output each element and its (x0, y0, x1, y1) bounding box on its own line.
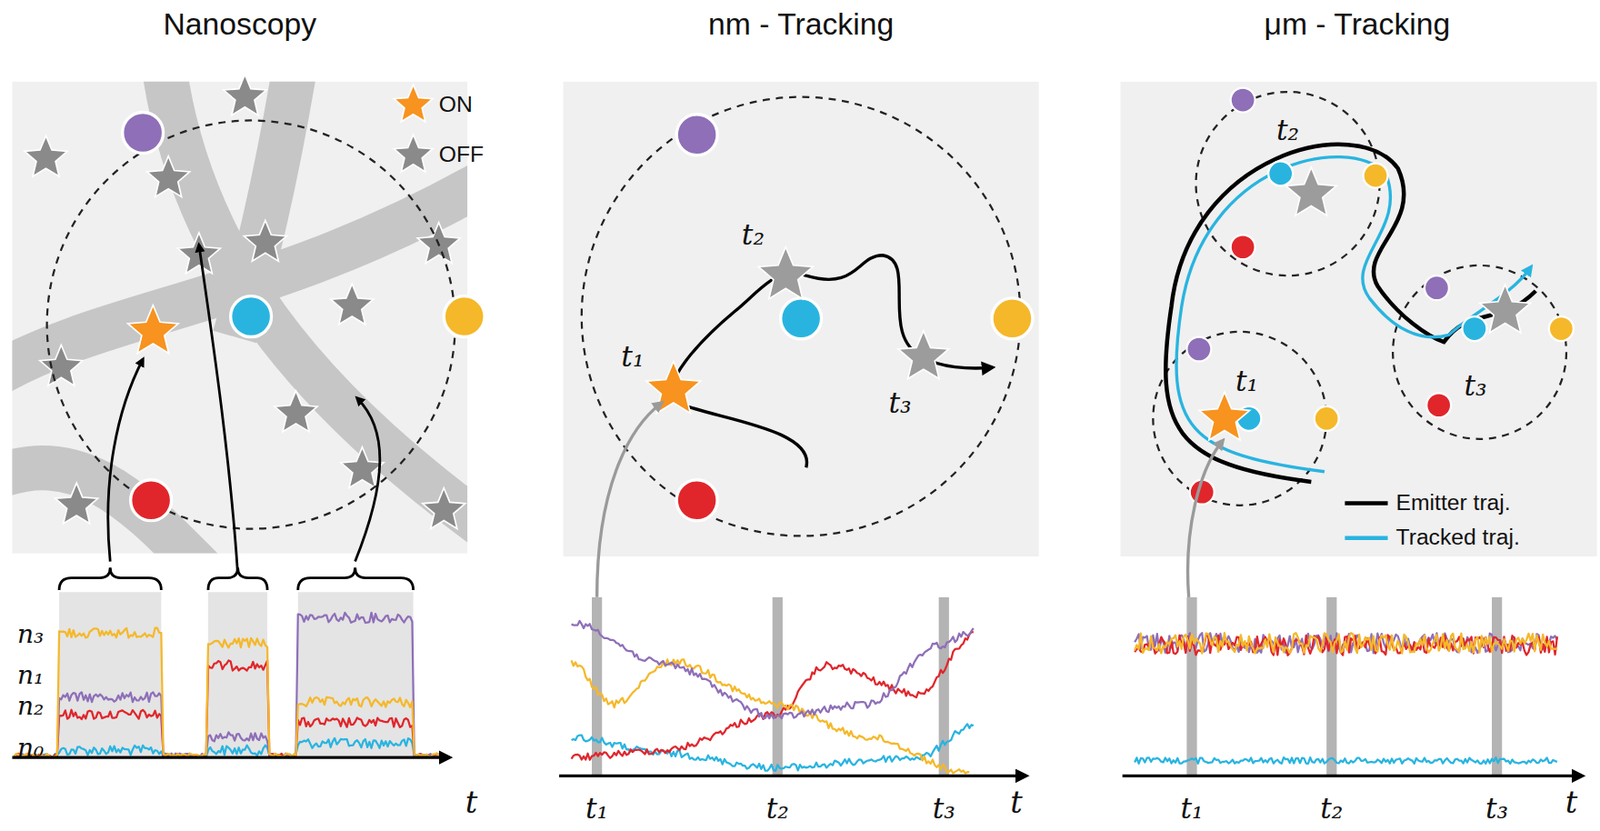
fluorophore-star (393, 134, 433, 172)
axis-label: t₃ (1485, 794, 1509, 823)
panel-title: nm - Tracking (708, 9, 894, 40)
bracket-arrows (108, 244, 380, 574)
fluorophore-star (274, 390, 318, 432)
panel-title: Nanoscopy (163, 9, 318, 40)
fluorophore-star (1480, 284, 1530, 333)
scan-circles (1152, 91, 1567, 506)
fluorophore-stars (24, 74, 466, 529)
fluorophore-star (223, 74, 267, 116)
signal-trace (571, 723, 974, 771)
legend-text: Emitter traj. (1396, 491, 1511, 515)
fluorophore-star (898, 330, 949, 380)
axis-label: t₃ (932, 794, 956, 823)
emitter-trajectory (671, 255, 992, 469)
panel-ground (1120, 81, 1597, 557)
fluorophore-star (40, 345, 83, 387)
fluorophore-star (128, 305, 179, 354)
scan-circle (581, 97, 1021, 537)
time-axis (1122, 774, 1582, 778)
signal-trace (14, 612, 441, 758)
axis-label: n₀ (17, 735, 44, 761)
time-markers (1186, 597, 1502, 776)
axis-label: t₁ (585, 794, 609, 823)
pointer-arrow (597, 403, 662, 598)
panel-title: μm - Tracking (1264, 9, 1451, 40)
signal-trace (1134, 757, 1558, 764)
signal-trace (14, 738, 441, 758)
fluorophore-star (758, 247, 813, 300)
axis-label: t₂ (1320, 794, 1343, 823)
axis-label: t₂ (741, 220, 765, 250)
pointer-arrow (1188, 440, 1223, 598)
legend-text: Tracked traj. (1396, 526, 1520, 550)
fluorophore-star (1286, 167, 1337, 216)
fluorophore-star (393, 84, 433, 122)
emitter-trajectory (1165, 144, 1536, 482)
beam-positions (676, 114, 1033, 521)
panel-ground (563, 81, 1040, 557)
signal-trace (14, 628, 441, 758)
axis-label: t (1010, 787, 1023, 819)
axis-label: t₃ (1464, 371, 1488, 400)
signal-trace (571, 620, 974, 719)
beam-positions (122, 112, 485, 521)
axis-label: n₁ (17, 662, 44, 689)
axis-label: t₁ (620, 342, 644, 371)
axis-label: n₂ (17, 693, 44, 720)
signal-trace (14, 660, 441, 758)
axis-label: t₁ (1235, 367, 1259, 396)
fluorophore-star (147, 156, 190, 198)
axis-label: t₂ (1276, 116, 1300, 145)
fluorophore-star (330, 283, 374, 325)
tracked-trajectory (1176, 157, 1531, 472)
axis-label: t₂ (766, 794, 790, 823)
beam-positions (1186, 88, 1573, 505)
fluorophore-star (646, 360, 701, 413)
time-axis (559, 774, 1026, 778)
filaments (11, 81, 468, 554)
signal-trace (1134, 632, 1558, 653)
time-axis (11, 755, 449, 759)
fluorophore-star (422, 488, 466, 530)
axis-label: t (465, 787, 479, 819)
axis-label: t (1565, 787, 1579, 819)
scan-circle (47, 120, 456, 529)
fluorophore-star (24, 135, 68, 177)
fluorophore-star (243, 220, 287, 262)
axis-label: t₁ (1180, 794, 1203, 823)
curly-brackets (59, 567, 413, 590)
legend-swatches (1344, 503, 1388, 539)
axis-label: n₃ (17, 621, 44, 648)
legend-text: ON (439, 93, 473, 117)
fluorophore-star (55, 482, 99, 524)
fluorophore-star (1199, 391, 1250, 440)
on-windows (59, 591, 413, 756)
axis-label: t₃ (888, 389, 911, 418)
legend-text: OFF (439, 143, 484, 167)
